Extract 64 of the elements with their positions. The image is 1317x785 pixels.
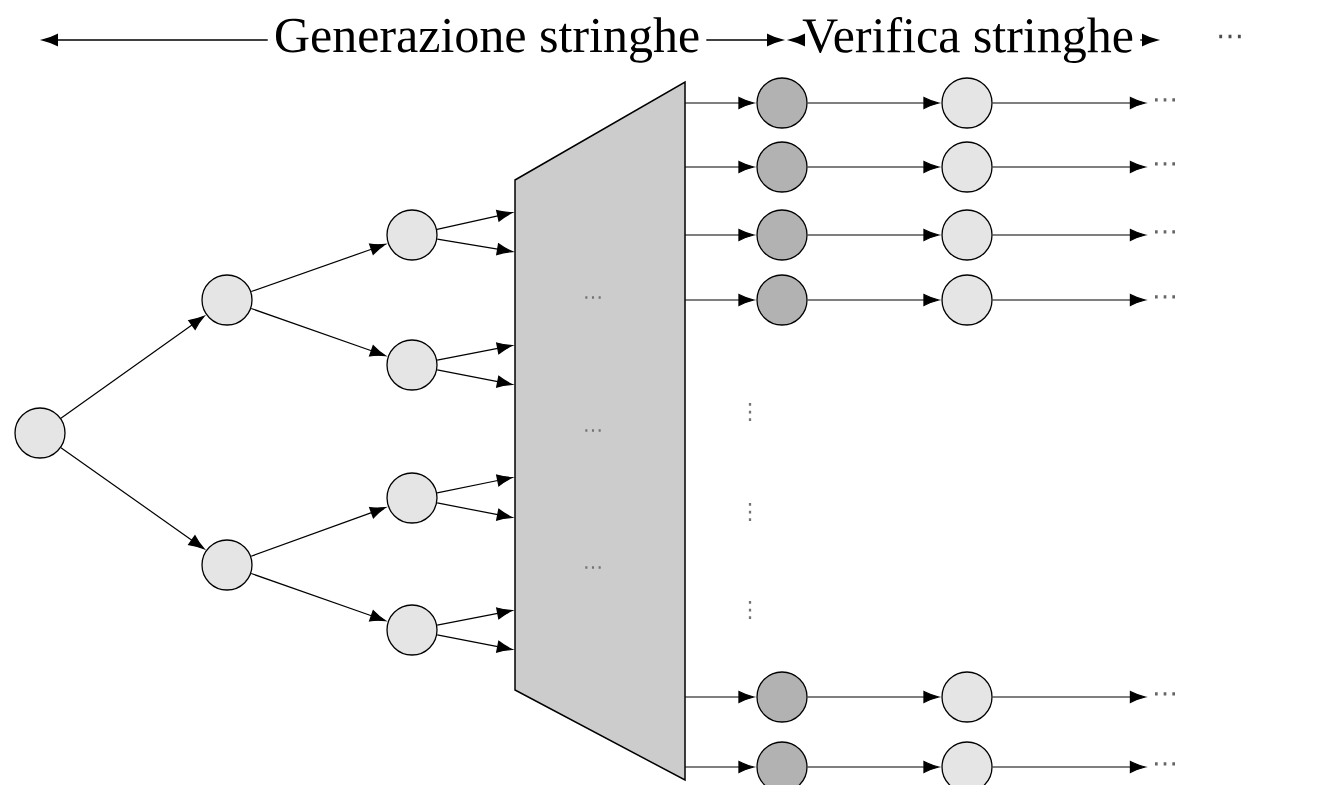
arrow [436,502,513,521]
arrow [807,760,940,774]
ellipsis-text: ⋯ [1155,295,1175,299]
circle-node [756,741,808,785]
arrow [436,209,513,230]
trapezoid-block: ⋯ ⋯ ⋯ [514,80,686,782]
ellipsis-text: ⋮ [748,403,752,421]
circle-node [756,671,808,723]
circle-node [386,209,438,261]
arrow [684,96,755,110]
arrow [436,369,513,388]
arrow [807,96,940,110]
arrow [684,160,755,174]
circle-node [386,604,438,656]
arrow [992,293,1146,307]
circle-node [756,141,808,193]
circle-node [941,77,993,129]
ellipsis-text: ⋯ [1219,34,1241,39]
circle-node [756,209,808,261]
arrow [992,760,1146,774]
arrow [60,315,205,419]
arrow [436,474,513,494]
circle-node [756,274,808,326]
circle-node [201,539,253,591]
arrow [992,228,1146,242]
circle-node [14,407,66,459]
arrow [250,572,386,622]
arrow [684,760,755,774]
arrow [992,160,1146,174]
arrow [684,293,755,307]
arrow [807,690,940,704]
arrow [436,342,513,361]
ellipsis-text: ⋮ [748,601,752,619]
circle-node [941,274,993,326]
arrow [992,690,1146,704]
arrow [60,447,205,550]
circle-node [201,274,253,326]
circle-node [756,77,808,129]
arrow [250,243,386,293]
circle-node [941,741,993,785]
ellipsis-text: ⋯ [1155,230,1175,234]
arrow [436,607,513,626]
arrow [684,690,755,704]
arrow [807,228,940,242]
circle-node [386,472,438,524]
circle-node [941,141,993,193]
arrow [250,506,387,557]
circle-node [941,671,993,723]
arrow [684,228,755,242]
arrow [436,634,513,653]
ellipsis-text: ⋯ [1155,162,1175,166]
ellipsis-text: ⋯ [1155,98,1175,102]
circle-node [941,209,993,261]
header-text: Generazione stringhe [275,17,699,63]
ellipsis-text: ⋯ [1155,692,1175,696]
arrow [807,293,940,307]
arrow [807,160,940,174]
arrow [250,307,386,357]
arrow [992,96,1146,110]
ellipsis-text: ⋯ [1155,762,1175,766]
header-text: Verifica stringhe [802,17,1133,63]
circle-node [386,339,438,391]
arrow [436,238,513,256]
ellipsis-text: ⋮ [748,503,752,521]
